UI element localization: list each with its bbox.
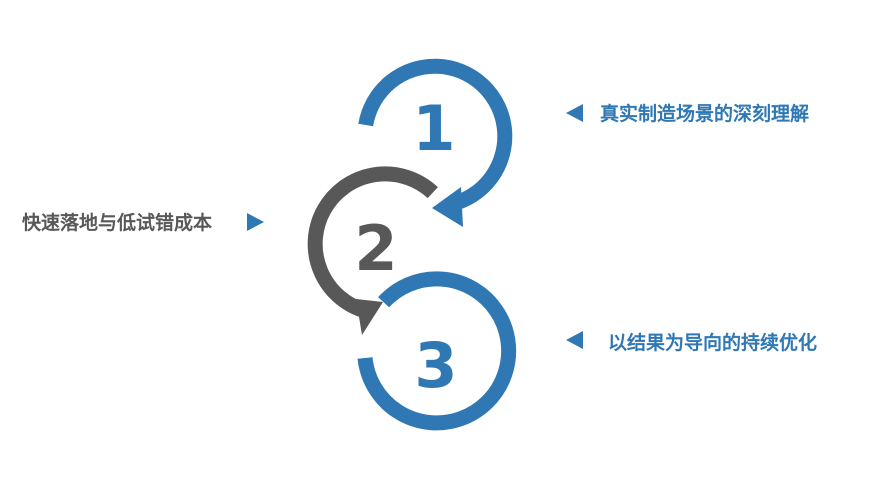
step-2-caption: 快速落地与低试错成本: [22, 211, 264, 234]
step-1-number: 1: [412, 92, 455, 165]
step-1-label: 真实制造场景的深刻理解: [600, 102, 809, 125]
step-2-cycle: 2: [307, 166, 438, 335]
right-pointer-icon: [247, 213, 264, 231]
step-2-label: 快速落地与低试错成本: [22, 211, 212, 234]
step-3-ring: [357, 271, 517, 431]
step-1-cycle: 1: [358, 58, 513, 227]
step-1-arrowhead-icon: [432, 187, 463, 227]
step-1-caption: 真实制造场景的深刻理解: [566, 102, 809, 125]
left-pointer-icon: [566, 331, 583, 349]
step-2-number: 2: [354, 212, 397, 285]
step-3-number: 3: [414, 329, 457, 402]
left-pointer-icon: [566, 104, 583, 122]
step-2-arc-arrow-icon: [307, 166, 438, 319]
step-1-arc-arrow-icon: [358, 58, 513, 212]
step-3-cycle: 3: [357, 271, 517, 431]
step-2-arrowhead-icon: [356, 299, 383, 335]
step-3-label: 以结果为导向的持续优化: [608, 331, 817, 354]
step-3-caption: 以结果为导向的持续优化: [566, 331, 817, 354]
